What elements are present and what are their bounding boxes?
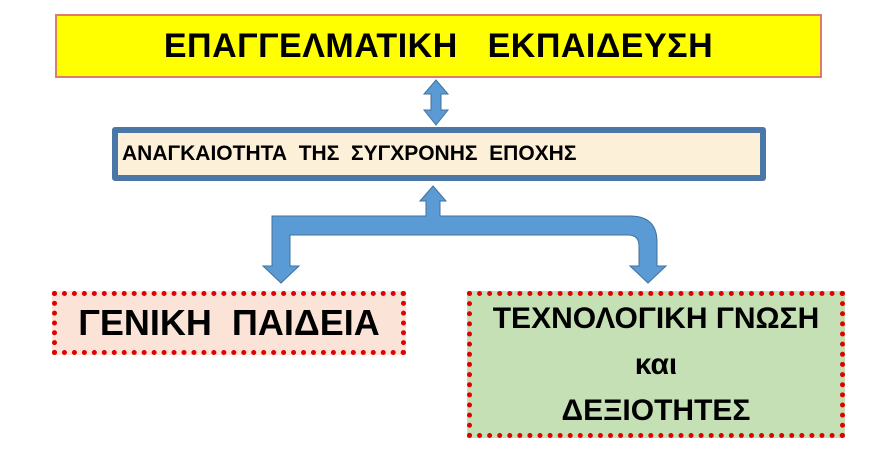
- middle-text: ΑΝΑΓΚΑΙΟΤΗΤΑ ΤΗΣ ΣΥΓΧΡΟΝΗΣ ΕΠΟΧΗΣ: [122, 142, 577, 165]
- right-line2: και: [634, 347, 678, 381]
- double-arrow-icon: [422, 79, 450, 126]
- tech-knowledge-skills-box: ΤΕΧΝΟΛΟΓΙΚΗ ΓΝΩΣΗ και ΔΕΞΙΟΤΗΤΕΣ: [467, 291, 845, 438]
- modern-era-necessity-box: ΑΝΑΓΚΑΙΟΤΗΤΑ ΤΗΣ ΣΥΓΧΡΟΝΗΣ ΕΠΟΧΗΣ: [112, 127, 766, 181]
- title-text: ΕΠΑΓΓΕΛΜΑΤΙΚΗ ΕΚΠΑΙΔΕΥΣΗ: [163, 26, 714, 65]
- left-text: ΓΕΝΙΚΗ ΠΑΙΔΕΙΑ: [78, 302, 380, 343]
- right-line1: ΤΕΧΝΟΛΟΓΙΚΗ ΓΝΩΣΗ: [492, 301, 820, 335]
- vocational-education-box: ΕΠΑΓΓΕΛΜΑΤΙΚΗ ΕΚΠΑΙΔΕΥΣΗ: [55, 14, 822, 78]
- general-education-box: ΓΕΝΙΚΗ ΠΑΙΔΕΙΑ: [52, 291, 406, 355]
- right-line3: ΔΕΞΙΟΤΗΤΕΣ: [561, 393, 751, 427]
- bracket-arrow: [261, 185, 668, 284]
